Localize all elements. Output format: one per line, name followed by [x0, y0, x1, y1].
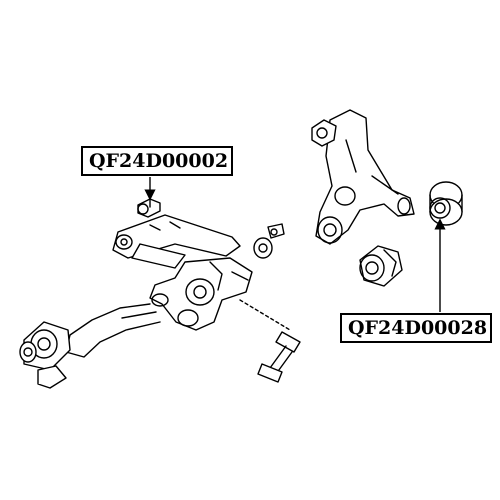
bolt-part — [239, 299, 301, 383]
left-end-bushing — [19, 321, 71, 389]
part-number-label-left: QF24D00002 — [81, 146, 233, 176]
small-bushing-part — [137, 198, 161, 218]
small-ring-parts — [253, 223, 285, 259]
upper-link-arm — [112, 214, 241, 269]
leader-lines — [144, 177, 446, 312]
large-bushing-part — [429, 181, 463, 226]
lower-bushing-part — [359, 245, 403, 287]
trailing-arm-assembly — [65, 257, 253, 358]
part-number-label-right: QF24D00028 — [340, 313, 492, 343]
knuckle-assembly — [311, 109, 415, 245]
